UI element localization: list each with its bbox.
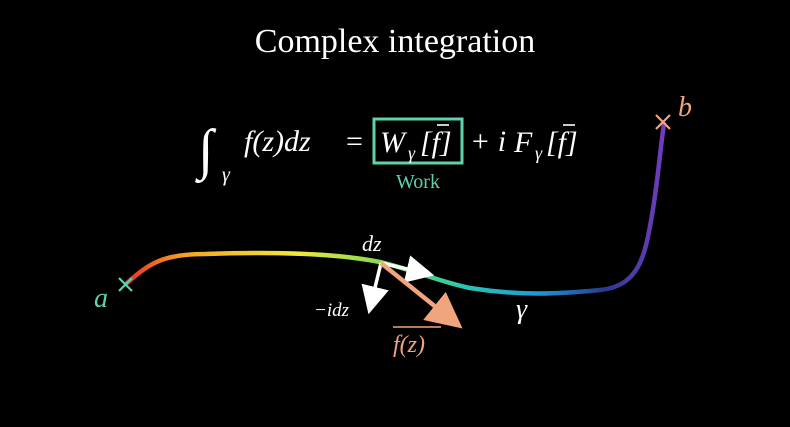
fbar-label: f(z): [393, 332, 425, 358]
flux-term-F: F: [513, 126, 533, 159]
work-label: Work: [396, 171, 440, 193]
dz-arrow: [380, 255, 435, 283]
start-point-marker: [118, 277, 133, 292]
curve-gamma: [123, 121, 667, 296]
title: Complex integration: [255, 23, 535, 60]
minus-idz-label: −idz: [314, 300, 350, 321]
dz-label: dz: [362, 231, 382, 256]
equation: ∫ γ f(z)dz = W γ [f] Work + i F γ [f]: [195, 117, 578, 193]
flux-term-gamma: γ: [535, 143, 543, 163]
curve-gamma-label: γ: [516, 294, 528, 325]
integral-subscript-gamma: γ: [222, 164, 231, 186]
work-box: [372, 117, 464, 165]
minus-idz-arrow: [361, 262, 389, 315]
start-point-label: a: [94, 283, 108, 314]
work-term-gamma: γ: [408, 143, 416, 163]
integral-sign: ∫: [195, 119, 217, 184]
end-point-marker: [655, 114, 671, 130]
end-point-label: b: [678, 92, 692, 123]
flux-term-bracket: [f]: [546, 126, 578, 159]
work-term-bracket: [f]: [420, 126, 452, 159]
lhs-fzdz: f(z)dz: [244, 125, 311, 158]
work-term-W: W: [380, 126, 408, 159]
equals-sign: =: [346, 125, 363, 158]
fbar-arrow: [379, 261, 463, 329]
plus-i: + i: [470, 125, 506, 158]
